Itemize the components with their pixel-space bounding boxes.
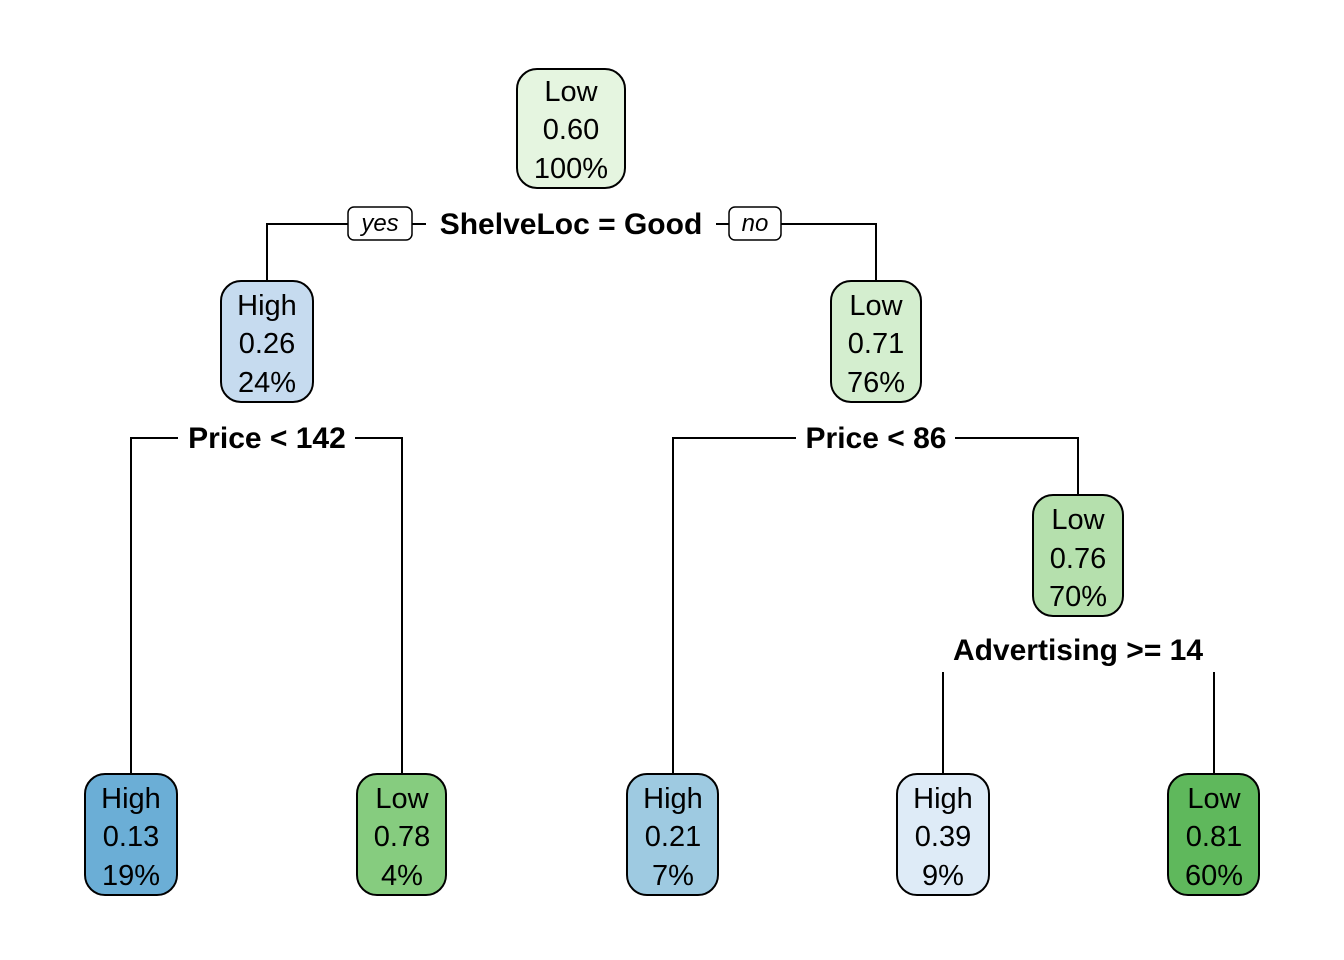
tree-node: Low 0.60 100% [516,68,626,189]
no-label-text: no [742,210,769,237]
tree-leaf: Low 0.78 4% [356,773,447,896]
tree-leaf: High 0.21 7% [626,773,719,896]
edge-right-right [955,437,1079,495]
edge-left-right [355,437,403,774]
node-prob: 0.76 [1050,543,1106,575]
node-prob: 0.26 [239,328,295,360]
tree-node: Low 0.71 76% [830,280,922,403]
node-class: High [101,783,161,815]
node-percent: 76% [847,367,905,399]
tree-node: High 0.26 24% [220,280,314,403]
edge-root-right [781,223,877,281]
tree-leaf: High 0.39 9% [896,773,990,896]
node-class: Low [544,76,598,108]
edge-right-left [672,437,796,774]
tree-node: Low 0.76 70% [1032,494,1124,617]
tree-leaf: High 0.13 19% [84,773,178,896]
node-percent: 100% [534,153,608,185]
node-class: High [643,783,703,815]
node-class: Low [1051,504,1105,536]
node-percent: 70% [1049,581,1107,613]
yes-label-text: yes [359,210,398,237]
node-class: High [237,290,297,322]
node-class: Low [849,290,903,322]
split-label: Price < 86 [806,422,947,455]
node-class: Low [375,783,429,815]
no-label: no [728,206,782,241]
node-prob: 0.81 [1186,821,1242,853]
node-percent: 24% [238,367,296,399]
node-percent: 60% [1185,860,1243,892]
node-prob: 0.71 [848,328,904,360]
node-percent: 7% [652,860,694,892]
tree-leaf: Low 0.81 60% [1167,773,1260,896]
node-prob: 0.60 [543,114,599,146]
node-percent: 9% [922,860,964,892]
node-prob: 0.78 [374,821,430,853]
node-percent: 19% [102,860,160,892]
node-percent: 4% [381,860,423,892]
tree-edges [130,223,1215,774]
node-prob: 0.21 [645,821,701,853]
edge-left-left [130,437,178,774]
split-label: Advertising >= 14 [953,634,1203,667]
split-label: Price < 142 [188,422,346,455]
node-class: Low [1187,783,1241,815]
yes-label: yes [347,206,413,241]
edge-root-left [266,223,348,281]
node-prob: 0.39 [915,821,971,853]
node-prob: 0.13 [103,821,159,853]
node-class: High [913,783,973,815]
split-label: ShelveLoc = Good [440,208,703,241]
